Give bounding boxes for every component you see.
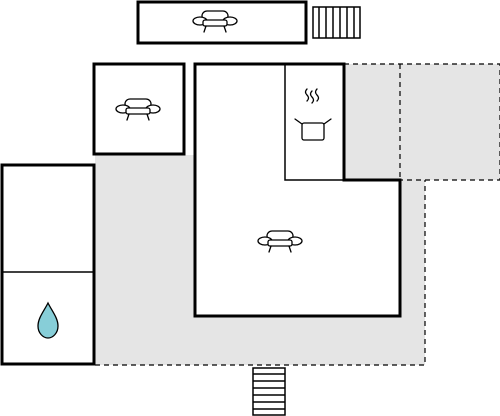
stairs-top bbox=[312, 6, 361, 39]
stairs-top-outline bbox=[312, 6, 361, 39]
terrace-shape-lower bbox=[95, 155, 425, 365]
cooking-pot-icon bbox=[294, 88, 332, 141]
water-drop-icon bbox=[37, 301, 59, 339]
room-living-left bbox=[92, 62, 186, 156]
terrace-area bbox=[95, 64, 500, 365]
terrace-shape-right bbox=[344, 64, 500, 180]
stairs-bottom-outline bbox=[252, 367, 286, 416]
room-kitchen bbox=[284, 63, 345, 181]
stairs-bottom bbox=[252, 367, 286, 416]
terrace-outline bbox=[95, 63, 500, 366]
terrace-outline-lower bbox=[95, 180, 426, 366]
